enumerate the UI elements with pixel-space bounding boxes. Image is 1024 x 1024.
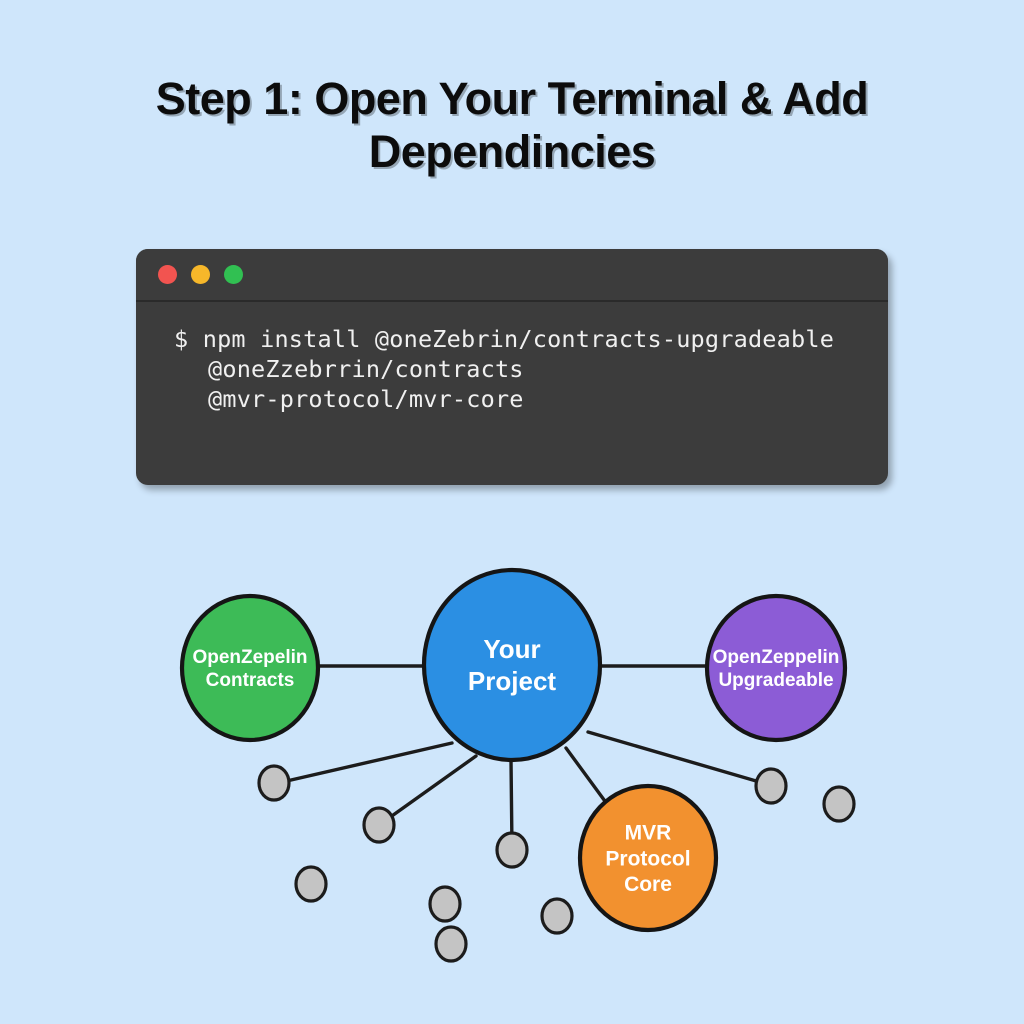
close-icon[interactable] xyxy=(158,265,177,284)
terminal-prompt-symbol: $ xyxy=(174,325,189,353)
diagram-dot-node[interactable] xyxy=(428,885,462,923)
terminal-command-line-3: @mvr-protocol/mvr-core xyxy=(208,385,524,413)
node-label-line: MVR xyxy=(625,822,672,845)
node-label-line: Contracts xyxy=(206,670,295,691)
node-shape[interactable] xyxy=(179,593,321,743)
terminal-titlebar[interactable] xyxy=(136,249,888,302)
diagram-dot-node[interactable] xyxy=(822,785,856,823)
maximize-icon[interactable] xyxy=(224,265,243,284)
page-title-line-1: Step 1: Open Your Terminal & Add xyxy=(155,73,869,124)
minimize-icon[interactable] xyxy=(191,265,210,284)
page-title: Step 1: Open Your Terminal & Add Dependi… xyxy=(62,72,962,178)
terminal-body[interactable]: $ npm install @oneZebrin/contracts-upgra… xyxy=(136,302,888,414)
terminal-window[interactable]: $ npm install @oneZebrin/contracts-upgra… xyxy=(136,249,888,485)
diagram-dot-node[interactable] xyxy=(754,767,788,805)
diagram-edges xyxy=(276,664,772,851)
diagram-dot-node[interactable] xyxy=(434,925,468,963)
node-label-line: OpenZepelin xyxy=(192,647,307,668)
diagram-dot-node[interactable] xyxy=(495,831,529,869)
node-label-line: Core xyxy=(624,873,672,896)
node-label-line: Upgradeable xyxy=(718,670,833,691)
diagram-edge xyxy=(586,730,772,787)
node-label-line: Your xyxy=(483,634,540,664)
node-label-line: Project xyxy=(468,666,556,696)
terminal-command-text-1: npm install @oneZebrin/contracts-upgrade… xyxy=(202,325,835,353)
node-shape[interactable] xyxy=(704,593,848,743)
terminal-command-line-1: $ npm install @oneZebrin/contracts-upgra… xyxy=(174,324,888,354)
node-label-line: OpenZeppelin xyxy=(713,647,840,668)
diagram-dot-node[interactable] xyxy=(257,764,291,802)
diagram-dots xyxy=(257,764,856,963)
diagram-edge xyxy=(380,754,478,825)
diagram-edge xyxy=(276,741,454,785)
diagram-edge xyxy=(564,746,612,810)
terminal-command-line-2: @oneZzebrrin/contracts xyxy=(208,355,524,383)
node-label-line: Protocol xyxy=(605,847,690,870)
page-title-line-2: Dependincies xyxy=(368,126,656,177)
diagram-dot-node[interactable] xyxy=(540,897,574,935)
diagram-dot-node[interactable] xyxy=(294,865,328,903)
node-shape[interactable] xyxy=(577,783,719,933)
diagram-dot-node[interactable] xyxy=(362,806,396,844)
node-shape[interactable] xyxy=(421,567,603,763)
